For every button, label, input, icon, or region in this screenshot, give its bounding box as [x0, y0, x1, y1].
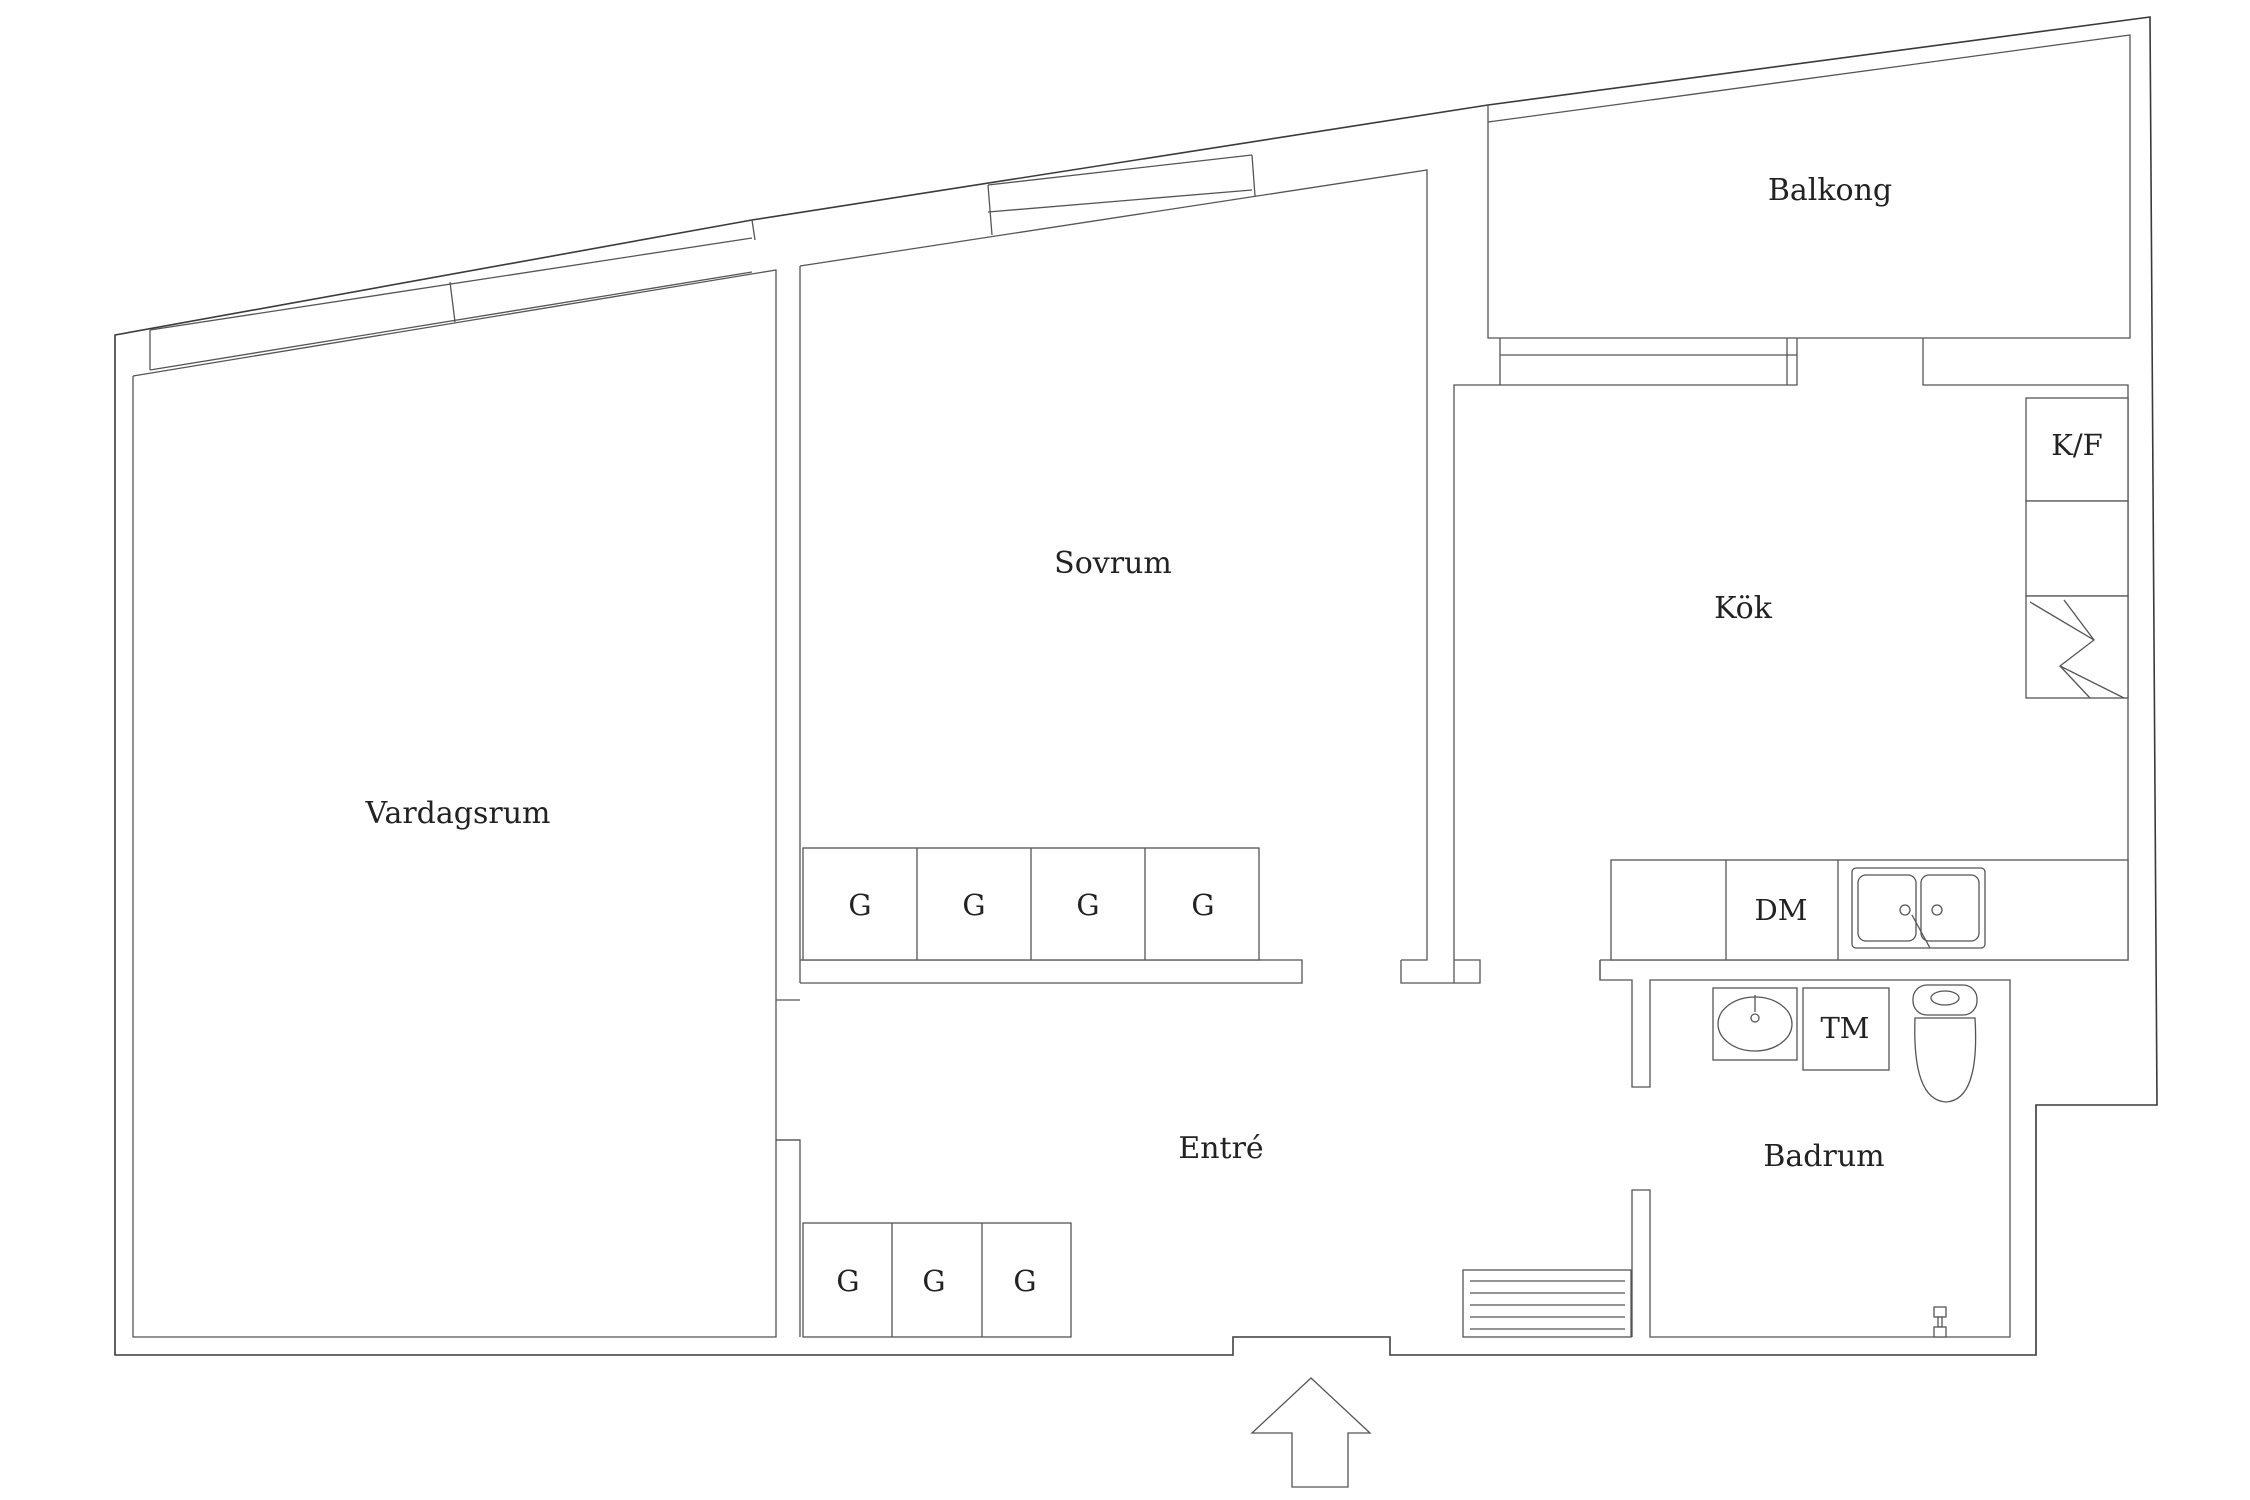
window-line-3 [987, 154, 1253, 186]
label-dishwasher: DM [1755, 893, 1808, 927]
sink-drain-left [1899, 904, 1911, 916]
washbasin-drain [1750, 1013, 1760, 1023]
stove [2025, 595, 2129, 699]
kitchen-hall-wall [1400, 959, 1481, 984]
kitchen [1453, 338, 2129, 983]
bedroom-inner-wall [799, 169, 1428, 961]
sink-drain-right [1931, 904, 1943, 916]
toilet-icon [1912, 984, 1978, 1103]
bathroom-walls [1599, 960, 2011, 1338]
window-jamb-2 [449, 281, 456, 323]
stove-symbol-icon [2029, 601, 2125, 699]
stove-symbol-line2 [2059, 665, 2091, 699]
kitchen-walls [1453, 338, 1798, 983]
window-jamb-3 [987, 184, 993, 236]
living-room-inner-wall [132, 269, 777, 1338]
wardrobe-label: G [1013, 1264, 1036, 1298]
wardrobe-label: G [836, 1264, 859, 1298]
wardrobe-label: G [1191, 888, 1214, 922]
entry-wardrobe-box [802, 1222, 1072, 1338]
stove-symbol-line [2063, 599, 2095, 641]
wardrobe-label: G [922, 1264, 945, 1298]
outer-walls [114, 16, 2158, 1356]
label-fridge-freezer: K/F [2051, 428, 2103, 462]
bathroom [1462, 960, 2011, 1338]
washing-machine [1802, 987, 1890, 1071]
fridge-freezer [2025, 397, 2129, 502]
entry-left-wall [776, 1139, 801, 1337]
kitchen-cabinet [2025, 500, 2129, 597]
room-label-kok: Kök [1714, 591, 1773, 626]
sink-basin-left [1857, 874, 1917, 942]
sink-basin-right [1920, 874, 1980, 942]
window-jamb-4 [1251, 154, 1256, 197]
room-label-balkong: Balkong [1768, 173, 1892, 208]
window-line-1 [149, 237, 753, 331]
wardrobe-label: G [1076, 888, 1099, 922]
entrance-arrow-icon [1250, 1377, 1372, 1488]
wardrobe-label: G [848, 888, 871, 922]
room-label-entre: Entré [1178, 1131, 1263, 1166]
wardrobe-label: G [962, 888, 985, 922]
room-label-sovrum: Sovrum [1054, 546, 1172, 581]
sink-faucet [1911, 914, 1931, 949]
radiator [1462, 1269, 1632, 1338]
entry-wardrobes [802, 1222, 1072, 1338]
window-line-4 [987, 189, 1253, 213]
window-line-2 [149, 271, 753, 371]
room-label-badrum: Badrum [1763, 1139, 1884, 1174]
floor-drain-icon [1933, 1306, 1947, 1338]
bedroom-wardrobes [802, 847, 1260, 961]
balcony-outline [1487, 34, 2131, 339]
room-label-vardagsrum: Vardagsrum [365, 796, 551, 831]
kitchen-sink-icon [1851, 867, 1986, 949]
facade-step [751, 219, 756, 241]
label-washing-machine: TM [1820, 1011, 1869, 1045]
